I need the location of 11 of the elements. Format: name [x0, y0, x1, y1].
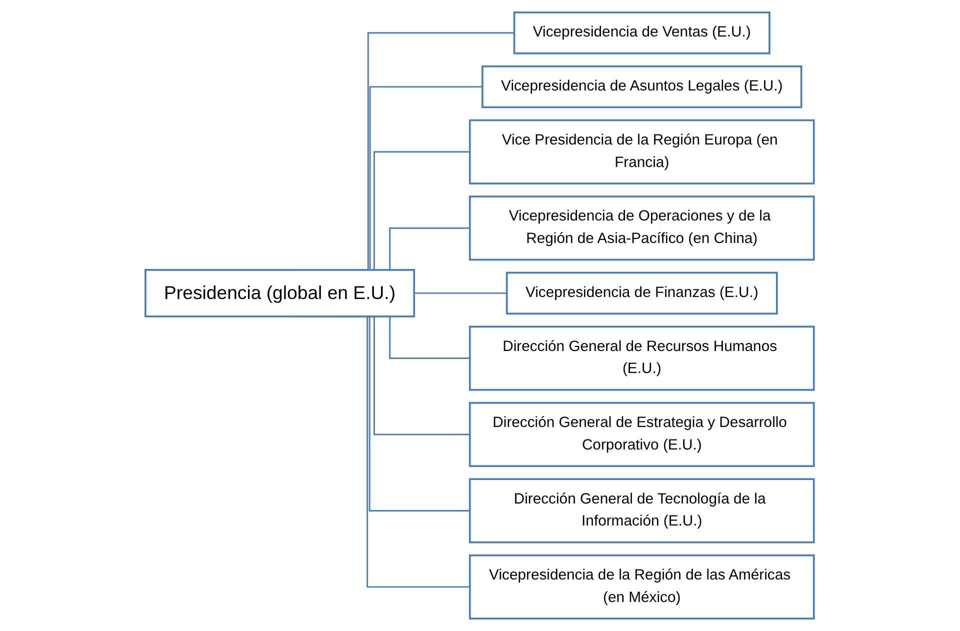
- node-box: Vicepresidencia de la Región de las Américas (en México): [469, 554, 816, 620]
- connector: [414, 292, 508, 294]
- node-box: Dirección General de Estrategia y Desarrollo Corporativo (E.U.): [469, 402, 816, 468]
- node-box: Dirección General de Tecnología de la Información (E.U.): [469, 478, 816, 544]
- node-box: Vicepresidencia de Finanzas (E.U.): [506, 272, 778, 315]
- node-box: Vicepresidencia de Ventas (E.U.): [514, 12, 771, 54]
- node-box: Vicepresidencia de Operaciones y de la Región de Asia-Pacífico (en China): [469, 196, 816, 261]
- node-box: Presidencia (global en E.U.): [144, 269, 416, 318]
- node-box: Vice Presidencia de la Región Europa (en Francia): [469, 119, 816, 184]
- node-box: Dirección General de Recursos Humanos (E.U.): [469, 326, 816, 391]
- node-box: Vicepresidencia de Asuntos Legales (E.U.): [482, 65, 803, 108]
